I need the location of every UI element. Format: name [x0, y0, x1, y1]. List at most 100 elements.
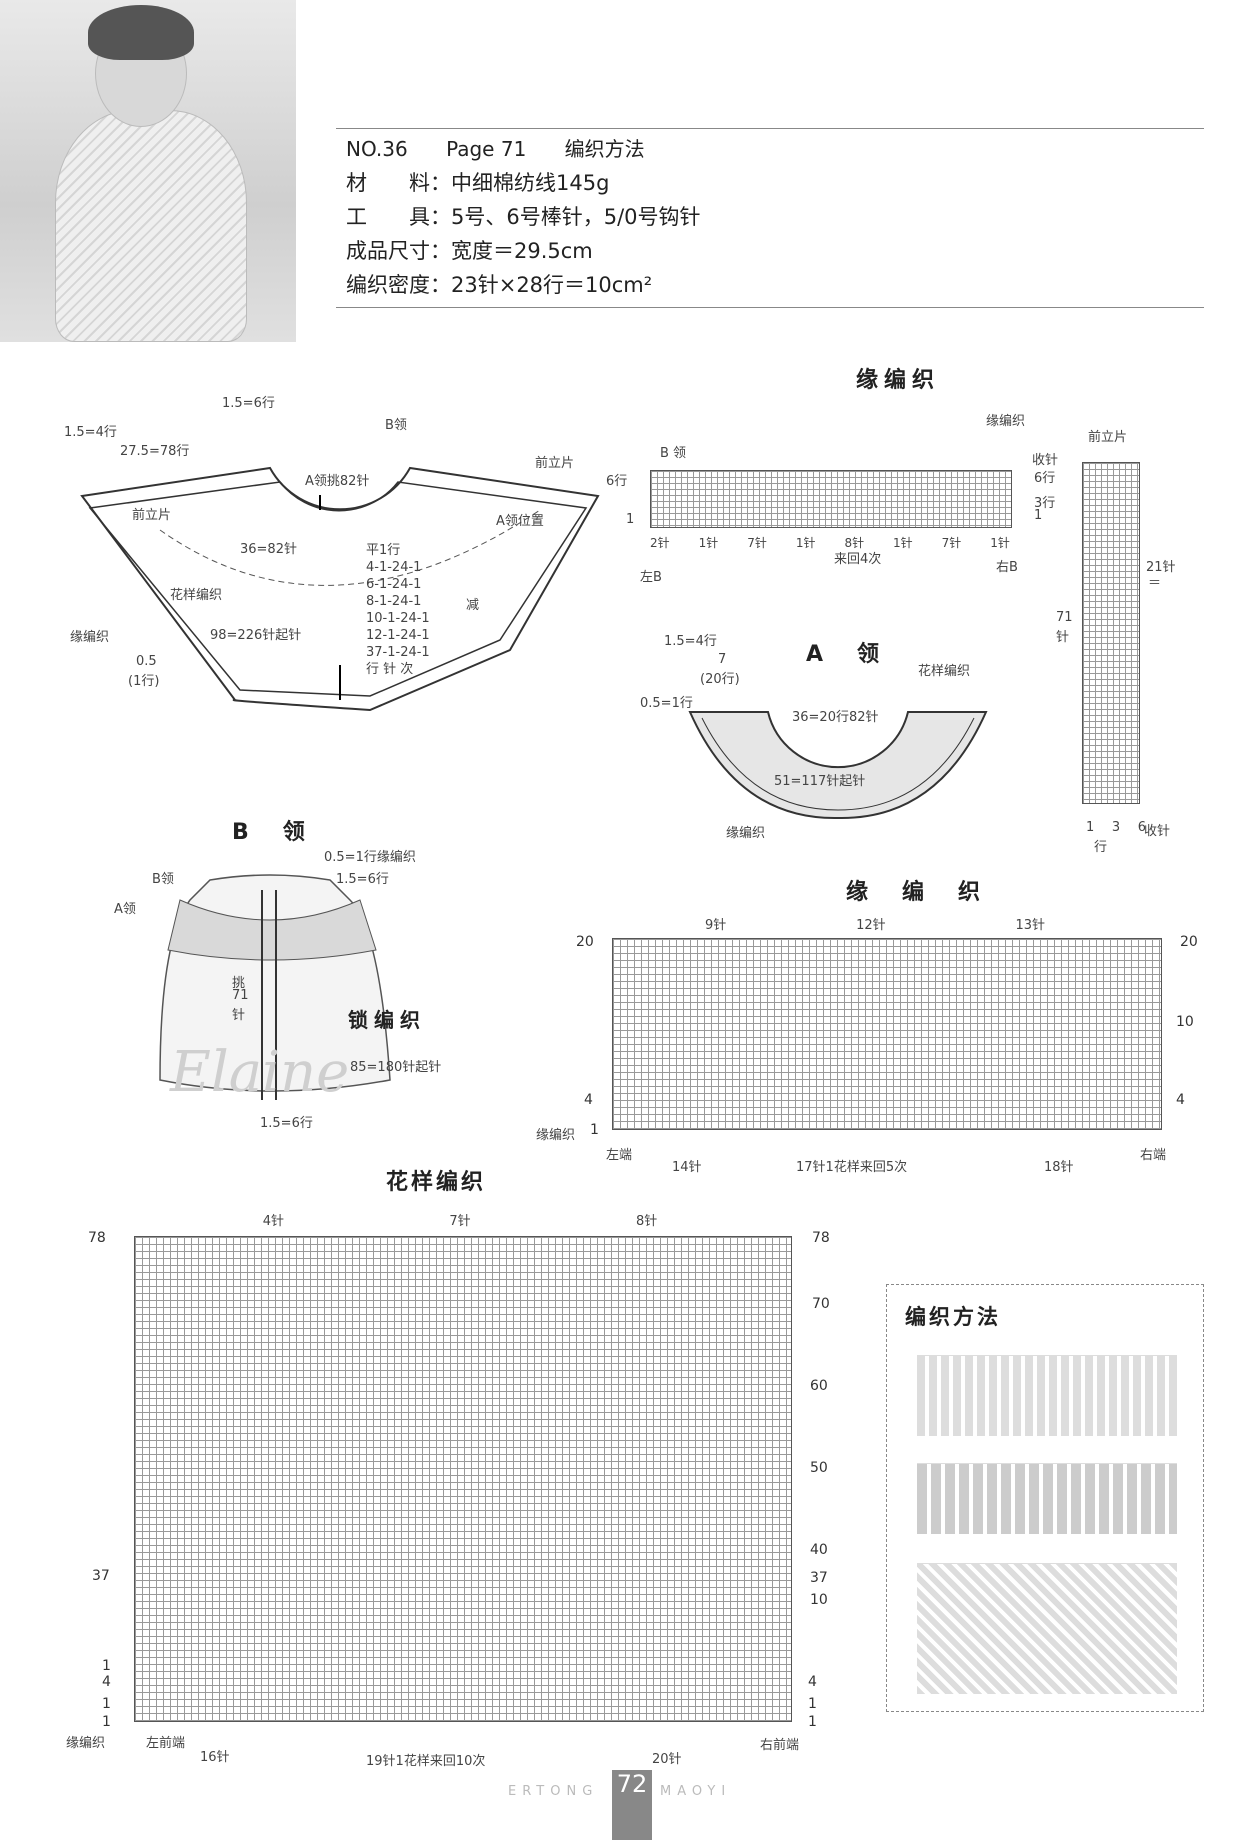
edge-chart-grid — [612, 938, 1162, 1130]
label-a-pick: A领挑82针 — [305, 474, 370, 489]
baby-photo — [0, 0, 296, 342]
front-band-rows-71b: 针 — [1056, 630, 1070, 645]
a-collar-st36: 36=20行82针 — [792, 710, 879, 725]
label-b-collar: B领 — [385, 418, 407, 433]
label-pattern-knit: 花样编织 — [170, 588, 223, 603]
label-15-6: 1.5=6行 — [222, 396, 275, 411]
a-collar-l1: 1.5=4行 — [664, 634, 717, 649]
footer: ERTONG 72 MAOYI — [0, 1770, 1254, 1840]
cape-shape — [55, 110, 247, 342]
edge-chart-r10: 10 — [1176, 1014, 1194, 1030]
lock-knit-cast: 85=180针起针 — [350, 1060, 442, 1075]
lock-knit-title: 锁编织 — [348, 1008, 426, 1032]
cape-diagram — [80, 466, 600, 712]
edge-chart-r1: 1 — [590, 1122, 599, 1138]
edge-top-count: 7针 — [747, 536, 767, 550]
method-illustration-1 — [917, 1355, 1177, 1436]
method-title: 编织方法 — [905, 1305, 1001, 1329]
edge-top-rows-6: 6行 — [606, 474, 628, 489]
edge-top-b-collar: B 领 — [660, 446, 687, 461]
edge-chart-count: 12针 — [856, 918, 886, 933]
dec-row: 行 针 次 — [366, 662, 414, 677]
edge-top-count: 1针 — [698, 536, 719, 550]
edge-top-count: 8针 — [844, 536, 865, 550]
b-collar-pick-u: 针 — [232, 1008, 246, 1023]
edge-top-grid — [650, 470, 1012, 528]
a-collar-title: A 领 — [806, 642, 886, 667]
edge-top-edge-label: 缘编织 — [986, 414, 1026, 429]
edge-top-count: 1针 — [893, 536, 913, 550]
pattern-chart-count: 4针 — [262, 1214, 284, 1229]
label-decrease: 减 — [466, 598, 480, 613]
edge-chart-st18: 18针 — [1044, 1160, 1074, 1175]
edge-chart-right-end: 右端 — [1140, 1148, 1167, 1163]
a-collar-edge: 缘编织 — [726, 826, 766, 841]
edge-top-rows-6r: 6行 — [1034, 471, 1056, 486]
info-box: NO.36 Page 71 编织方法 材 料：中细棉纺线145g 工 具：5号、… — [336, 128, 1204, 308]
edge-chart-counts: 9针 12针 13针 — [640, 914, 1110, 933]
pattern-right-r1b: 1 — [808, 1714, 817, 1730]
edge-chart-r4-left: 4 — [584, 1092, 593, 1108]
front-band-bottom-num: 6 — [1137, 820, 1146, 835]
front-band-bottom: 1 3 6 — [1086, 820, 1146, 835]
edge-top-title: 缘编织 — [856, 368, 941, 393]
edge-chart-count: 9针 — [704, 918, 727, 933]
b-collar-a-label: A领 — [114, 902, 136, 917]
pattern-right-r10: 10 — [810, 1592, 828, 1608]
pattern-chart-counts: 4针 7针 8针 — [180, 1210, 740, 1229]
pattern-right-r1a: 1 — [808, 1696, 817, 1712]
pattern-chart-count: 7针 — [449, 1214, 471, 1229]
edge-chart-r4-right: 4 — [1176, 1092, 1185, 1108]
label-edge-knit: 缘编织 — [70, 630, 110, 645]
edge-chart-edge-label: 缘编织 — [536, 1128, 576, 1143]
gauge-line: 编织密度：23针×28行＝10cm² — [346, 273, 653, 297]
dec-row: 37-1-24-1 — [366, 645, 430, 660]
dec-row: 8-1-24-1 — [366, 594, 422, 609]
pattern-number: NO.36 — [346, 137, 408, 161]
edge-top-left-b: 左B — [640, 570, 662, 585]
pattern-right-r70: 70 — [812, 1296, 830, 1312]
front-band-bottom-num: 1 — [1086, 820, 1095, 835]
edge-top-row-1r: 1 — [1034, 508, 1043, 523]
label-a-position: A领位置 — [496, 514, 544, 529]
edge-chart-r20-left: 20 — [576, 934, 594, 950]
b-collar-note2: 1.5=6行 — [336, 872, 389, 887]
pattern-st20: 20针 — [652, 1752, 682, 1767]
b-collar-pick: 挑 — [232, 976, 246, 991]
edge-top-row-1: 1 — [626, 512, 635, 527]
dec-row: 平1行 — [366, 543, 401, 558]
pattern-left-front: 左前端 — [146, 1736, 186, 1751]
b-collar-note1: 0.5=1行缘编织 — [324, 850, 416, 865]
b-collar-pick-n: 71 — [232, 988, 249, 1003]
edge-chart-title: 缘 编 织 — [846, 880, 987, 905]
edge-top-counts: 2针 1针 7针 1针 8针 1针 7针 1针 — [650, 534, 1010, 551]
pattern-left-r1c: 1 — [102, 1714, 111, 1730]
page-number: 72 — [612, 1770, 652, 1840]
method-illustration-3 — [917, 1563, 1177, 1694]
b-collar-title: B 领 — [232, 820, 311, 845]
a-collar-shape — [688, 711, 988, 820]
watermark: Elaine — [170, 1040, 350, 1105]
a-collar-l2: 7 — [718, 652, 727, 667]
pattern-right-r50: 50 — [810, 1460, 828, 1476]
page-ref: Page 71 — [446, 137, 527, 161]
edge-chart-r20-right: 20 — [1180, 934, 1198, 950]
pattern-right-r60: 60 — [810, 1378, 828, 1394]
front-band-bottom-unit: 行 — [1094, 840, 1108, 855]
size-line: 成品尺寸：宽度＝29.5cm — [346, 239, 593, 263]
pattern-edge-label: 缘编织 — [66, 1736, 106, 1751]
edge-top-count: 2针 — [650, 536, 670, 550]
label-275: 27.5=78行 — [120, 444, 190, 459]
method-heading: 编织方法 — [564, 137, 645, 161]
tools-line: 工 具：5号、6号棒针，5/0号钩针 — [346, 205, 701, 229]
front-band-grid — [1082, 462, 1140, 804]
label-edge-05: 0.5 — [136, 654, 157, 669]
pattern-st16: 16针 — [200, 1750, 230, 1765]
hair-shape — [88, 5, 194, 60]
dec-row: 10-1-24-1 — [366, 611, 430, 626]
edge-top-count: 1针 — [990, 536, 1010, 550]
front-band-bind-off: 收针 — [1144, 824, 1171, 839]
edge-chart-repeat: 17针1花样来回5次 — [796, 1160, 908, 1175]
pattern-right-r37: 37 — [810, 1570, 828, 1586]
footer-left: ERTONG — [508, 1784, 599, 1799]
